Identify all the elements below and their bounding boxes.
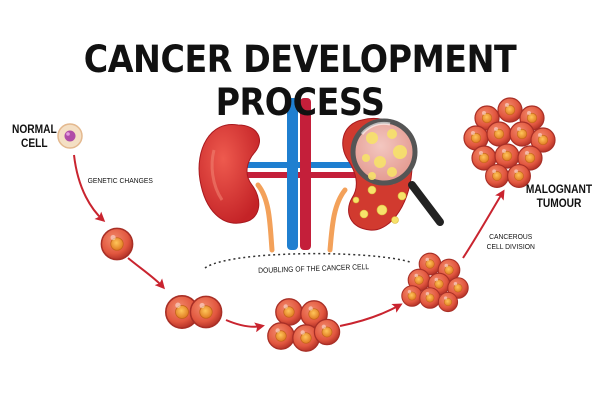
- label-genetic-changes: GENETIC CHANGES: [87, 176, 153, 185]
- arrow-normal-to-single: [73, 154, 106, 223]
- label-malignant-tumour: MALOGNANT TUMOUR: [525, 182, 593, 210]
- page-title: CANCER DEVELOPMENT PROCESS: [83, 38, 517, 124]
- label-cancerous-division: CANCEROUS CELL DIVISION: [486, 232, 535, 251]
- dividing-cell-pair: [164, 294, 223, 330]
- doubling-bracket: [204, 252, 411, 269]
- process-arrows: [73, 154, 505, 333]
- left-kidney: [198, 124, 260, 224]
- arrow-division-to-tumour: [462, 189, 505, 259]
- aorta: [300, 98, 311, 250]
- cancerous-division-cluster: [401, 252, 469, 313]
- right-ureter: [327, 187, 348, 253]
- magnified-cells: [362, 129, 407, 180]
- arrow-single-to-pair: [127, 257, 165, 290]
- left-ureter: [255, 182, 275, 253]
- arrow-cluster-to-division: [339, 303, 403, 327]
- single-cancer-cell: [100, 227, 134, 261]
- magnifying-glass-icon: [350, 118, 444, 226]
- renal-artery-branch: [240, 172, 358, 178]
- arrow-pair-to-cluster: [225, 319, 265, 333]
- normal-cell: [57, 123, 83, 149]
- label-normal-cell: NORMAL CELL: [11, 122, 57, 150]
- vena-cava: [287, 98, 298, 250]
- cancer-cell-cluster: [267, 298, 341, 352]
- renal-vein-branch: [240, 162, 358, 168]
